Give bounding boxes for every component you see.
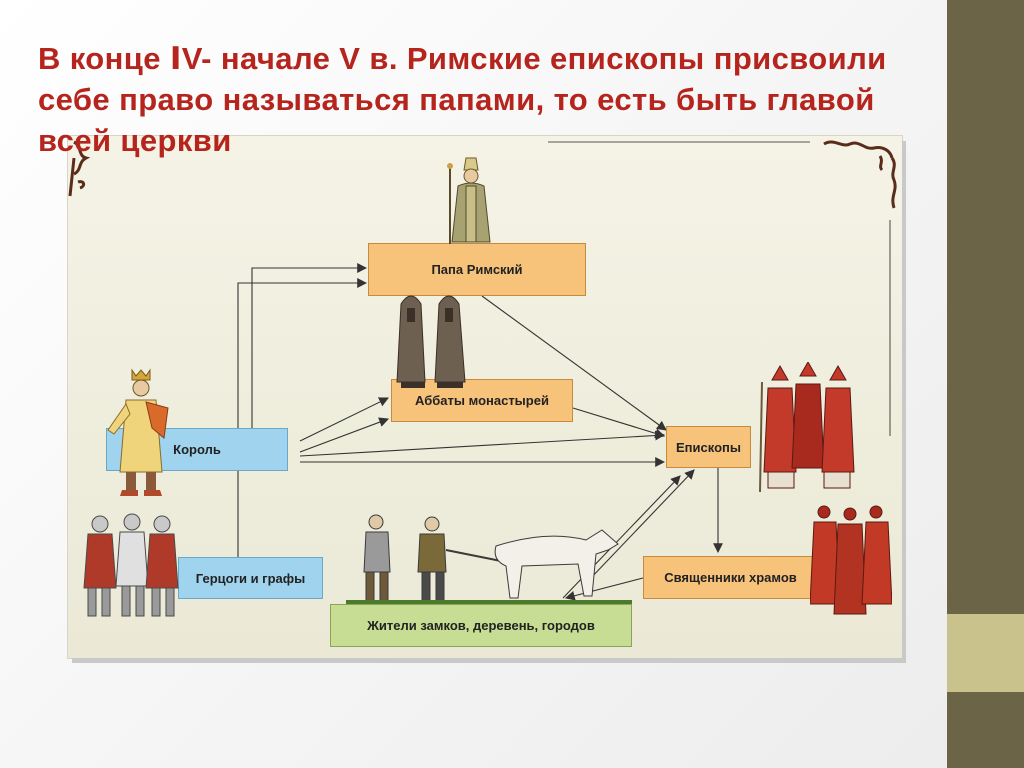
node-bishops: Епископы (666, 426, 751, 468)
arrow-abbots-bishops (572, 407, 666, 439)
slide-title: В конце ⅠV- начале V в. Римские епископы… (38, 41, 887, 158)
side-band-accent (947, 614, 1024, 692)
pope-figure (447, 157, 491, 244)
knights-figure (83, 513, 179, 617)
arrow-priests-residents (564, 577, 644, 601)
monks-figure (396, 295, 466, 388)
arrow-king-bishops-2 (299, 430, 666, 457)
corner-ornament-left (68, 140, 91, 197)
arrow-king-abbots-2 (299, 417, 390, 453)
node-residents: Жители замков, деревень, городов (330, 604, 632, 647)
corner-ornament-right (823, 140, 897, 209)
node-dukes: Герцоги и графы (178, 557, 323, 599)
peasants-plough-figure (346, 514, 632, 604)
king-figure (107, 368, 169, 496)
priests-figure (810, 505, 892, 615)
hierarchy-diagram: Папа Римский Аббаты монастырей Король Еп… (68, 136, 902, 658)
node-priests: Священники храмов (643, 556, 818, 599)
arrow-king-abbots (299, 397, 389, 442)
node-pope: Папа Римский (368, 243, 586, 296)
arrow-king-pope (251, 263, 368, 428)
arrow-residents-bishops (587, 469, 695, 582)
arrow-pope-bishops (481, 295, 667, 431)
diagram-arrows (237, 141, 891, 601)
bishops-figure (759, 362, 855, 493)
